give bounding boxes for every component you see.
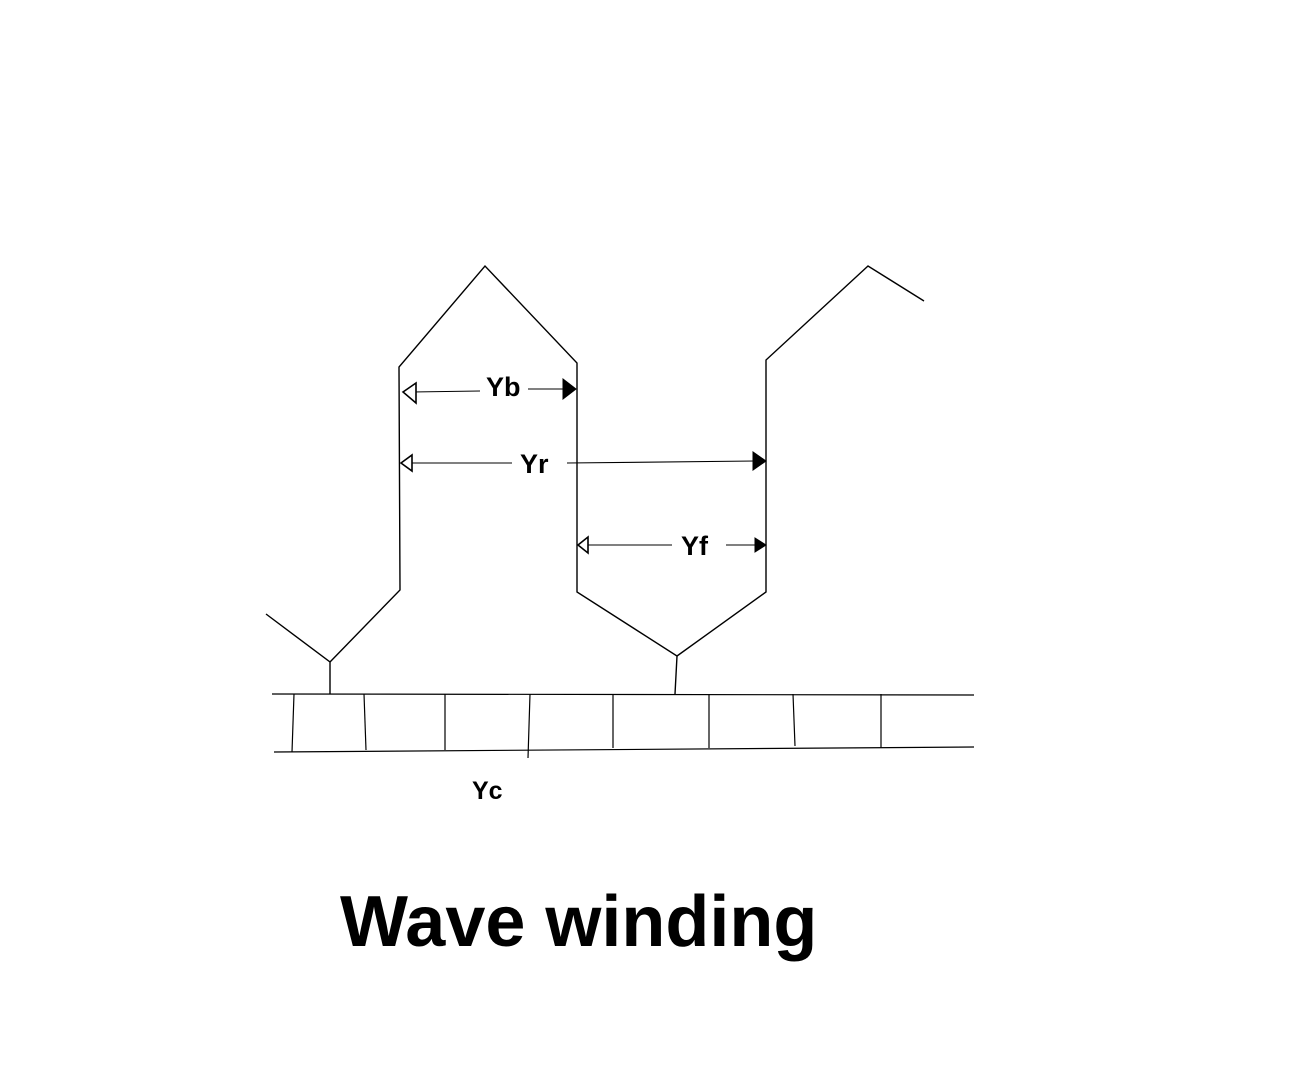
second-coil-wire bbox=[676, 265, 925, 657]
commutator-segment-divider bbox=[363, 693, 367, 751]
resultant-pitch-arrowhead-right bbox=[752, 451, 767, 471]
front-pitch-label: Yf bbox=[681, 531, 709, 561]
commutator-segment-divider bbox=[291, 693, 295, 753]
back-pitch-arrowhead-right bbox=[562, 377, 577, 401]
resultant-pitch-label: Yr bbox=[520, 449, 549, 479]
back-pitch-dimension: Yb bbox=[401, 372, 577, 405]
commutator-pitch-label: Yc bbox=[472, 777, 503, 805]
left-lead-wire bbox=[265, 613, 331, 694]
front-pitch-arrowhead-left bbox=[576, 535, 589, 555]
back-pitch-arrowhead-left bbox=[401, 381, 417, 405]
resultant-pitch-dimension: Yr bbox=[399, 449, 767, 479]
diagram-title: Wave winding bbox=[340, 882, 817, 962]
back-pitch-arrow-left bbox=[411, 390, 481, 393]
commutator-top-edge bbox=[271, 693, 975, 696]
resultant-pitch-arrowhead-left bbox=[399, 453, 413, 473]
back-pitch-label: Yb bbox=[486, 372, 521, 402]
front-pitch-dimension: Yf bbox=[576, 531, 767, 561]
first-coil-wire bbox=[329, 264, 678, 695]
commutator-segment-divider bbox=[792, 693, 796, 747]
front-pitch-arrowhead-right bbox=[754, 537, 767, 553]
resultant-pitch-arrow-right bbox=[566, 460, 756, 464]
winding-conductors bbox=[265, 264, 925, 695]
commutator-segment-divider bbox=[527, 693, 531, 759]
commutator bbox=[271, 693, 975, 759]
commutator-bottom-edge bbox=[273, 746, 975, 753]
